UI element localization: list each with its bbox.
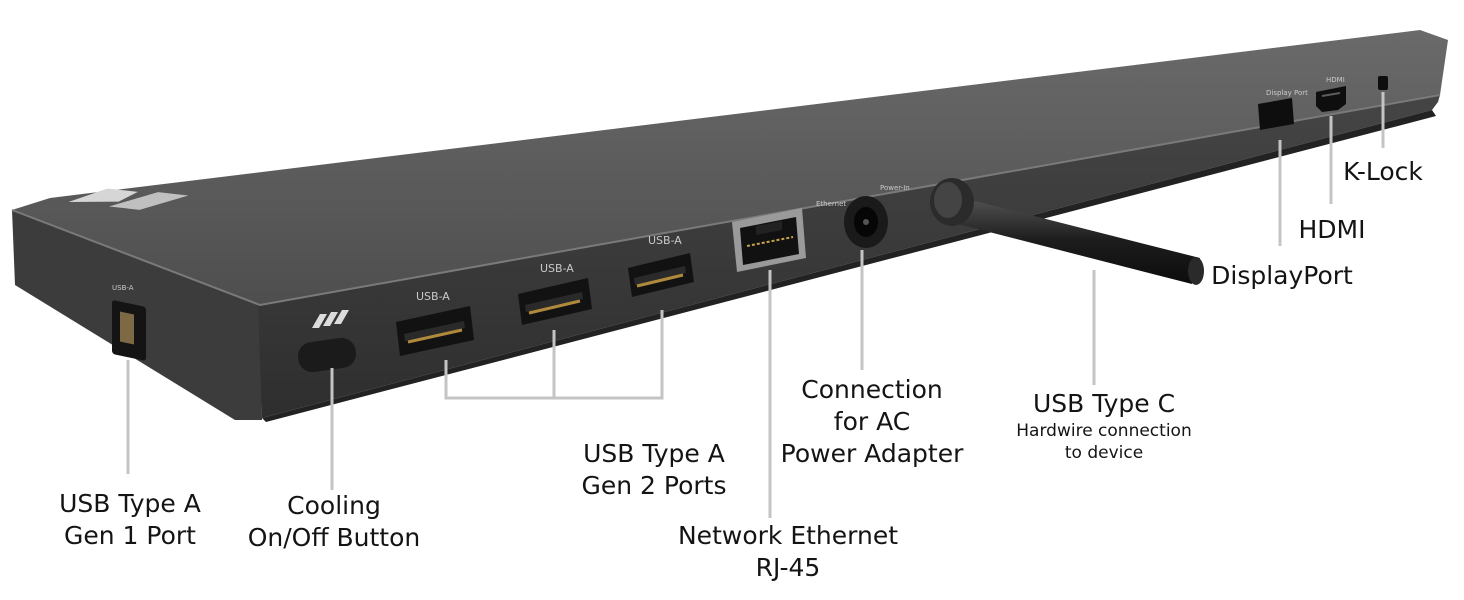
label-hdmi: HDMI [1286,214,1378,246]
label-ac-power-line2: for AC [833,407,911,436]
label-usb-type-a-gen2-line1: USB Type A [583,439,725,468]
svg-text:HDMI: HDMI [1326,76,1345,84]
label-k-lock-line1: K-Lock [1343,157,1423,186]
usb-a-port-1-icon: USB-A [396,290,474,356]
label-ethernet-line2: RJ-45 [755,553,821,582]
label-ac-power-line1: Connection [801,375,943,404]
label-usb-type-a-gen1-line1: USB Type A [59,489,201,518]
dock-top-surface [12,30,1448,305]
label-usb-type-a-gen2-line2: Gen 2 Ports [581,471,727,500]
label-ac-power: Connection for AC Power Adapter [772,374,972,470]
label-hdmi-line1: HDMI [1298,215,1366,244]
svg-text:USB-A: USB-A [648,234,682,247]
label-cooling-line1: Cooling [287,491,381,520]
leader-lines [126,92,1385,518]
ethernet-port-icon: Ethernet [732,200,846,272]
label-usb-type-c: USB Type C Hardwire connection to device [1000,388,1208,464]
label-cooling-button: Cooling On/Off Button [236,490,432,554]
label-usb-c-sub1: Hardwire connection [1016,421,1192,441]
brand-logo-icon [68,188,189,210]
label-k-lock: K-Lock [1332,156,1434,188]
usb-a-port-2-icon: USB-A [518,262,592,325]
k-lock-slot-icon [1378,76,1388,90]
usb-a-port-3-icon: USB-A [628,234,694,297]
svg-text:USB-A: USB-A [540,262,574,275]
hdmi-port-icon: HDMI [1316,76,1346,112]
label-displayport: DisplayPort [1204,260,1360,292]
label-usb-type-a-gen2: USB Type A Gen 2 Ports [566,438,742,502]
label-usb-type-a-gen1: USB Type A Gen 1 Port [50,488,210,552]
label-usb-type-a-gen1-line2: Gen 1 Port [64,521,196,550]
usb-a-side-port-icon: USB-A [112,284,146,361]
label-displayport-line1: DisplayPort [1211,261,1353,290]
svg-text:Ethernet: Ethernet [816,200,846,208]
label-usb-c-sub2: to device [1064,443,1144,463]
power-in-port-icon: Power-In [844,184,910,248]
label-usb-c-line1: USB Type C [1032,389,1176,418]
usb-c-cable-icon [930,178,1204,285]
label-network-ethernet: Network Ethernet RJ-45 [666,520,910,584]
cooling-button-icon [298,310,356,373]
svg-text:USB-A: USB-A [112,284,134,292]
label-ac-power-line3: Power Adapter [780,439,964,468]
svg-text:Power-In: Power-In [880,184,910,192]
label-ethernet-line1: Network Ethernet [677,521,899,550]
svg-text:Display Port: Display Port [1266,89,1308,97]
label-cooling-line2: On/Off Button [247,523,421,552]
svg-text:USB-A: USB-A [416,290,450,303]
displayport-port-icon: Display Port [1258,89,1308,130]
